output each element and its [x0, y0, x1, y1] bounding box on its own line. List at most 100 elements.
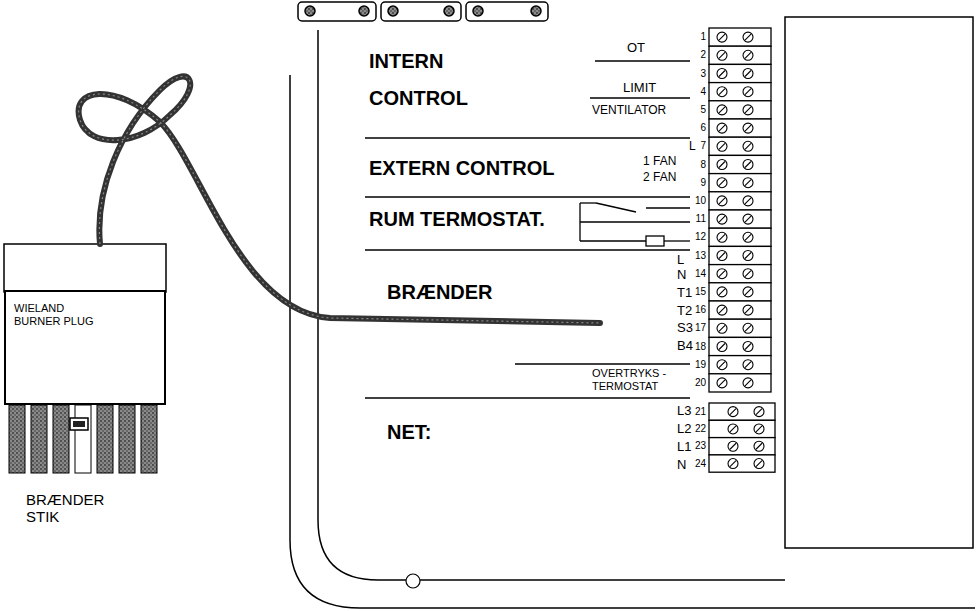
terminal-screw: [717, 232, 727, 242]
screw-slot: [756, 461, 762, 467]
terminal-screw: [754, 424, 764, 434]
signal-name: T2: [677, 304, 692, 319]
terminal-row: [709, 420, 775, 437]
screw-slot: [756, 409, 762, 415]
terminal-number: 19: [690, 359, 706, 371]
plug-pin: [97, 405, 113, 473]
signal-name: L2: [677, 422, 691, 437]
terminal-screw: [743, 160, 753, 170]
signal-name: B4: [677, 339, 693, 354]
terminal-number: 7: [690, 140, 706, 152]
screw-slot: [719, 52, 725, 58]
terminal-screw: [743, 251, 753, 261]
terminal-number: 1: [690, 31, 706, 43]
separator-lines: [365, 61, 690, 398]
plug-pin: [119, 405, 135, 473]
terminal-number: 22: [690, 423, 706, 435]
terminal-row: [709, 137, 771, 155]
screw-slot: [745, 71, 751, 77]
screw-slot: [745, 271, 751, 277]
terminal-screw: [717, 160, 727, 170]
terminal-row: [709, 246, 771, 264]
terminal-row: [709, 101, 771, 119]
screw-slot: [719, 89, 725, 95]
terminal-screw: [728, 407, 738, 417]
terminal-row: [709, 403, 775, 420]
terminal-screw: [728, 459, 738, 469]
terminal-row: [709, 155, 771, 173]
terminal-number: 8: [690, 159, 706, 171]
terminal-screw: [743, 232, 753, 242]
terminal-screw: [717, 305, 727, 315]
plug-label: WIELAND BURNER PLUG: [6, 292, 102, 337]
terminal-screw: [754, 459, 764, 469]
signal-name: T1: [677, 286, 692, 301]
section-heading: BRÆNDER: [387, 281, 493, 304]
top-holders: [298, 2, 548, 21]
terminal-row: [709, 283, 771, 301]
terminal-screw: [754, 441, 764, 451]
terminal-row: [709, 228, 771, 246]
terminal-row: [709, 83, 771, 101]
screw-slot: [745, 162, 751, 168]
screw-slot: [745, 89, 751, 95]
plug-key: [70, 418, 88, 430]
screw-slot: [719, 253, 725, 259]
screw-slot: [745, 143, 751, 149]
screw-slot: [730, 461, 736, 467]
burner-plug-drawing: [4, 244, 166, 473]
plug-key-mark: [73, 421, 85, 427]
terminal-number: 10: [690, 195, 706, 207]
terminal-number: 5: [690, 104, 706, 116]
terminal-screw: [717, 178, 727, 188]
terminal-screw: [717, 251, 727, 261]
terminal-screw: [717, 141, 727, 151]
screw-slot: [745, 344, 751, 350]
terminal-number: 6: [690, 122, 706, 134]
terminal-screw: [717, 214, 727, 224]
plug-pin: [75, 405, 91, 473]
terminal-screw: [717, 32, 727, 42]
terminal-number: 2: [690, 49, 706, 61]
terminal-row: [709, 356, 771, 374]
terminal-screw: [743, 196, 753, 206]
screw-slot: [745, 198, 751, 204]
plug-pin: [53, 405, 69, 473]
terminal-screw: [743, 269, 753, 279]
terminal-screw: [743, 323, 753, 333]
section-heading: NET:: [387, 421, 431, 444]
terminal-number: 21: [690, 406, 706, 418]
screw-slot: [745, 234, 751, 240]
screw-slot: [719, 307, 725, 313]
terminal-screw: [717, 342, 727, 352]
terminal-number: 11: [690, 213, 706, 225]
screw-slot: [745, 362, 751, 368]
screw-slot: [719, 289, 725, 295]
terminal-row: [709, 374, 771, 392]
terminal-number: 4: [690, 86, 706, 98]
terminal-block: [709, 28, 775, 472]
screw-slot: [745, 307, 751, 313]
screw-slot: [730, 426, 736, 432]
panel-outline: [318, 30, 785, 580]
terminal-screw: [728, 441, 738, 451]
screw-slot: [745, 253, 751, 259]
terminal-screw: [717, 105, 727, 115]
mounting-hole: [406, 574, 420, 588]
screw-slot: [745, 180, 751, 186]
terminal-screw: [717, 87, 727, 97]
signal-name: OVERTRYKS -TERMOSTAT: [592, 367, 668, 393]
terminal-number: 3: [690, 68, 706, 80]
plug-caption: BRÆNDER STIK: [26, 491, 121, 526]
terminal-screw: [743, 287, 753, 297]
signal-name: N: [677, 458, 686, 473]
signal-name: L3: [677, 404, 691, 419]
terminal-row: [709, 46, 771, 64]
burner-cable: [79, 76, 600, 323]
terminal-row: [709, 119, 771, 137]
terminal-screw: [743, 214, 753, 224]
signal-name: VENTILATOR: [592, 104, 666, 118]
screw-slot: [719, 325, 725, 331]
terminal-screw: [743, 123, 753, 133]
signal-name: L1: [677, 440, 691, 455]
